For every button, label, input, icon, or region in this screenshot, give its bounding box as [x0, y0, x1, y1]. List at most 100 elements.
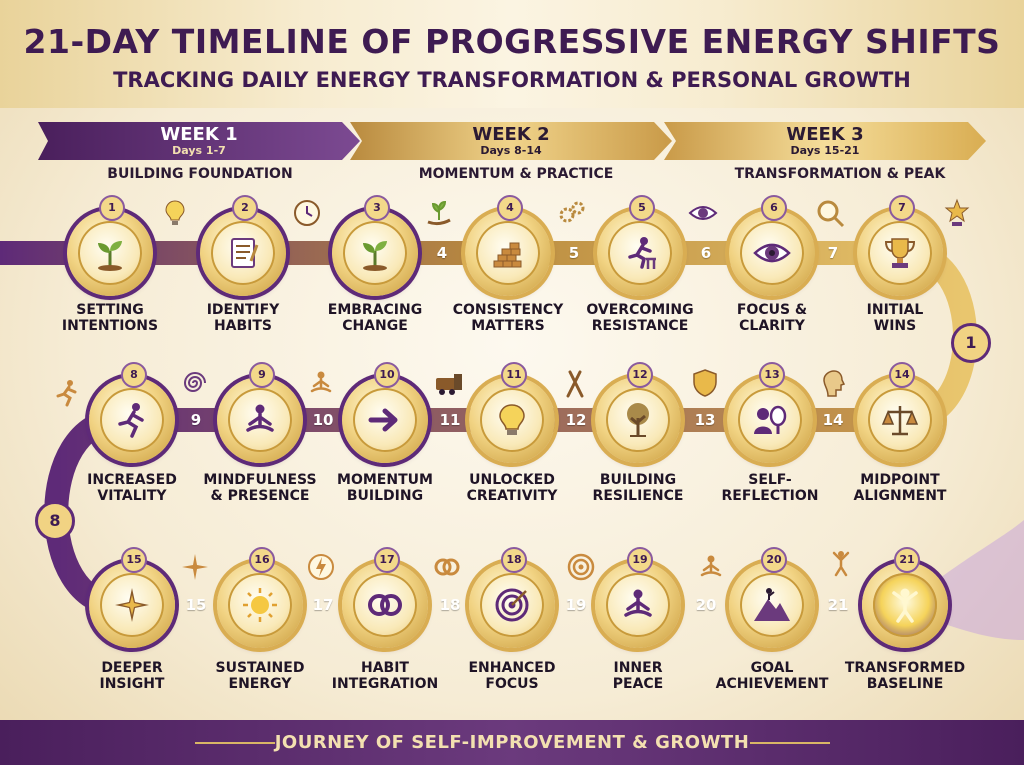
target-icon	[495, 588, 529, 622]
day-number: 5	[629, 195, 655, 221]
segment-number: 20	[695, 596, 717, 614]
hurdle-runner-icon	[628, 237, 656, 269]
day-node-5[interactable]: 5	[597, 195, 683, 296]
footer-text: JOURNEY OF SELF-IMPROVEMENT & GROWTH	[274, 732, 750, 753]
week-1-days: Days 1-7	[172, 144, 226, 157]
magnifier-icon	[817, 200, 845, 228]
week-2-theme: MOMENTUM & PRACTICE	[418, 166, 614, 182]
day-number: 10	[374, 362, 400, 388]
day-label-9: MINDFULNESS& PRESENCE	[203, 472, 317, 504]
day-node-10[interactable]: 10	[342, 362, 428, 463]
day-label-6: FOCUS &CLARITY	[736, 302, 808, 334]
footer-rule-left	[195, 742, 275, 744]
week-1-theme: BUILDING FOUNDATION	[107, 166, 293, 182]
sprout-icon	[98, 241, 122, 271]
day-node-6[interactable]: 6	[729, 195, 815, 296]
bricks-icon	[493, 242, 522, 268]
arrow-icon	[368, 408, 398, 432]
spiral-icon	[183, 372, 206, 392]
day-node-8[interactable]: 8	[89, 362, 175, 463]
day-number: 8	[121, 362, 147, 388]
page-subtitle: TRACKING DAILY ENERGY TRANSFORMATION & P…	[113, 68, 911, 92]
week-3-text: WEEK 3 Days 15-21	[664, 122, 986, 160]
brushes-icon	[566, 370, 584, 398]
lightbulb-icon	[499, 404, 525, 435]
day-node-2[interactable]: 2	[200, 195, 286, 296]
day-node-17[interactable]: 17	[342, 547, 428, 648]
day-node-16[interactable]: 16	[217, 547, 303, 648]
side-number-badge: 1	[951, 323, 991, 363]
day-number: 9	[249, 362, 275, 388]
day-node-15[interactable]: 15	[89, 547, 175, 648]
day-number: 12	[627, 362, 653, 388]
week-2-text: WEEK 2 Days 8-14	[350, 122, 672, 160]
runner-icon	[56, 380, 77, 407]
week-2-label: WEEK 2	[472, 124, 550, 145]
week-2-days: Days 8-14	[480, 144, 542, 157]
meditation-icon	[624, 589, 652, 617]
segment-number: 9	[190, 411, 202, 429]
day-node-3[interactable]: 3	[332, 195, 418, 296]
mirror-icon	[754, 405, 787, 434]
segment-number: 21	[827, 596, 849, 614]
segment-number: 11	[439, 411, 461, 429]
summit-icon	[754, 588, 790, 621]
eye-icon	[753, 243, 791, 263]
notebook-icon	[231, 238, 259, 268]
week-1-label: WEEK 1	[160, 124, 238, 145]
day-node-9[interactable]: 9	[217, 362, 303, 463]
side-number-badge: 8	[35, 501, 75, 541]
footer-band	[0, 720, 1024, 765]
day-node-13[interactable]: 13	[727, 362, 813, 463]
day-number: 11	[501, 362, 527, 388]
gears-icon	[559, 201, 585, 223]
day-number: 7	[889, 195, 915, 221]
week-2-banner	[350, 122, 672, 160]
tree-icon	[627, 403, 649, 437]
star-trophy-icon	[944, 198, 970, 226]
trophy-icon	[884, 238, 916, 268]
segment-number: 13	[694, 411, 716, 429]
day-node-1[interactable]: 1	[67, 195, 153, 296]
runner-icon	[118, 403, 144, 438]
day-number: 3	[364, 195, 390, 221]
seedling-hand-icon	[427, 200, 451, 226]
meditation-icon	[310, 371, 332, 393]
radiant-figure-icon	[892, 588, 918, 623]
segment-number: 15	[185, 596, 207, 614]
segment-number: 6	[700, 244, 712, 262]
week-3-label: WEEK 3	[786, 124, 864, 145]
week-3-days: Days 15-21	[790, 144, 860, 157]
day-number: 19	[627, 547, 653, 573]
day-node-12[interactable]: 12	[595, 362, 681, 463]
compass-icon	[115, 588, 149, 622]
day-node-4[interactable]: 4	[465, 195, 551, 296]
day-node-11[interactable]: 11	[469, 362, 555, 463]
week-1-text: WEEK 1 Days 1-7	[38, 122, 360, 160]
eye-icon	[688, 206, 718, 220]
day-node-18[interactable]: 18	[469, 547, 555, 648]
day-node-7[interactable]: 7	[857, 195, 943, 296]
sparkle-icon	[182, 554, 208, 580]
lightbulb-icon	[165, 200, 185, 225]
day-node-21[interactable]: 21	[862, 547, 948, 648]
day-number: 14	[889, 362, 915, 388]
day-node-19[interactable]: 19	[595, 547, 681, 648]
day-number: 16	[249, 547, 275, 573]
day-number: 6	[761, 195, 787, 221]
day-node-20[interactable]: 20	[729, 547, 815, 648]
day-node-14[interactable]: 14	[857, 362, 943, 463]
